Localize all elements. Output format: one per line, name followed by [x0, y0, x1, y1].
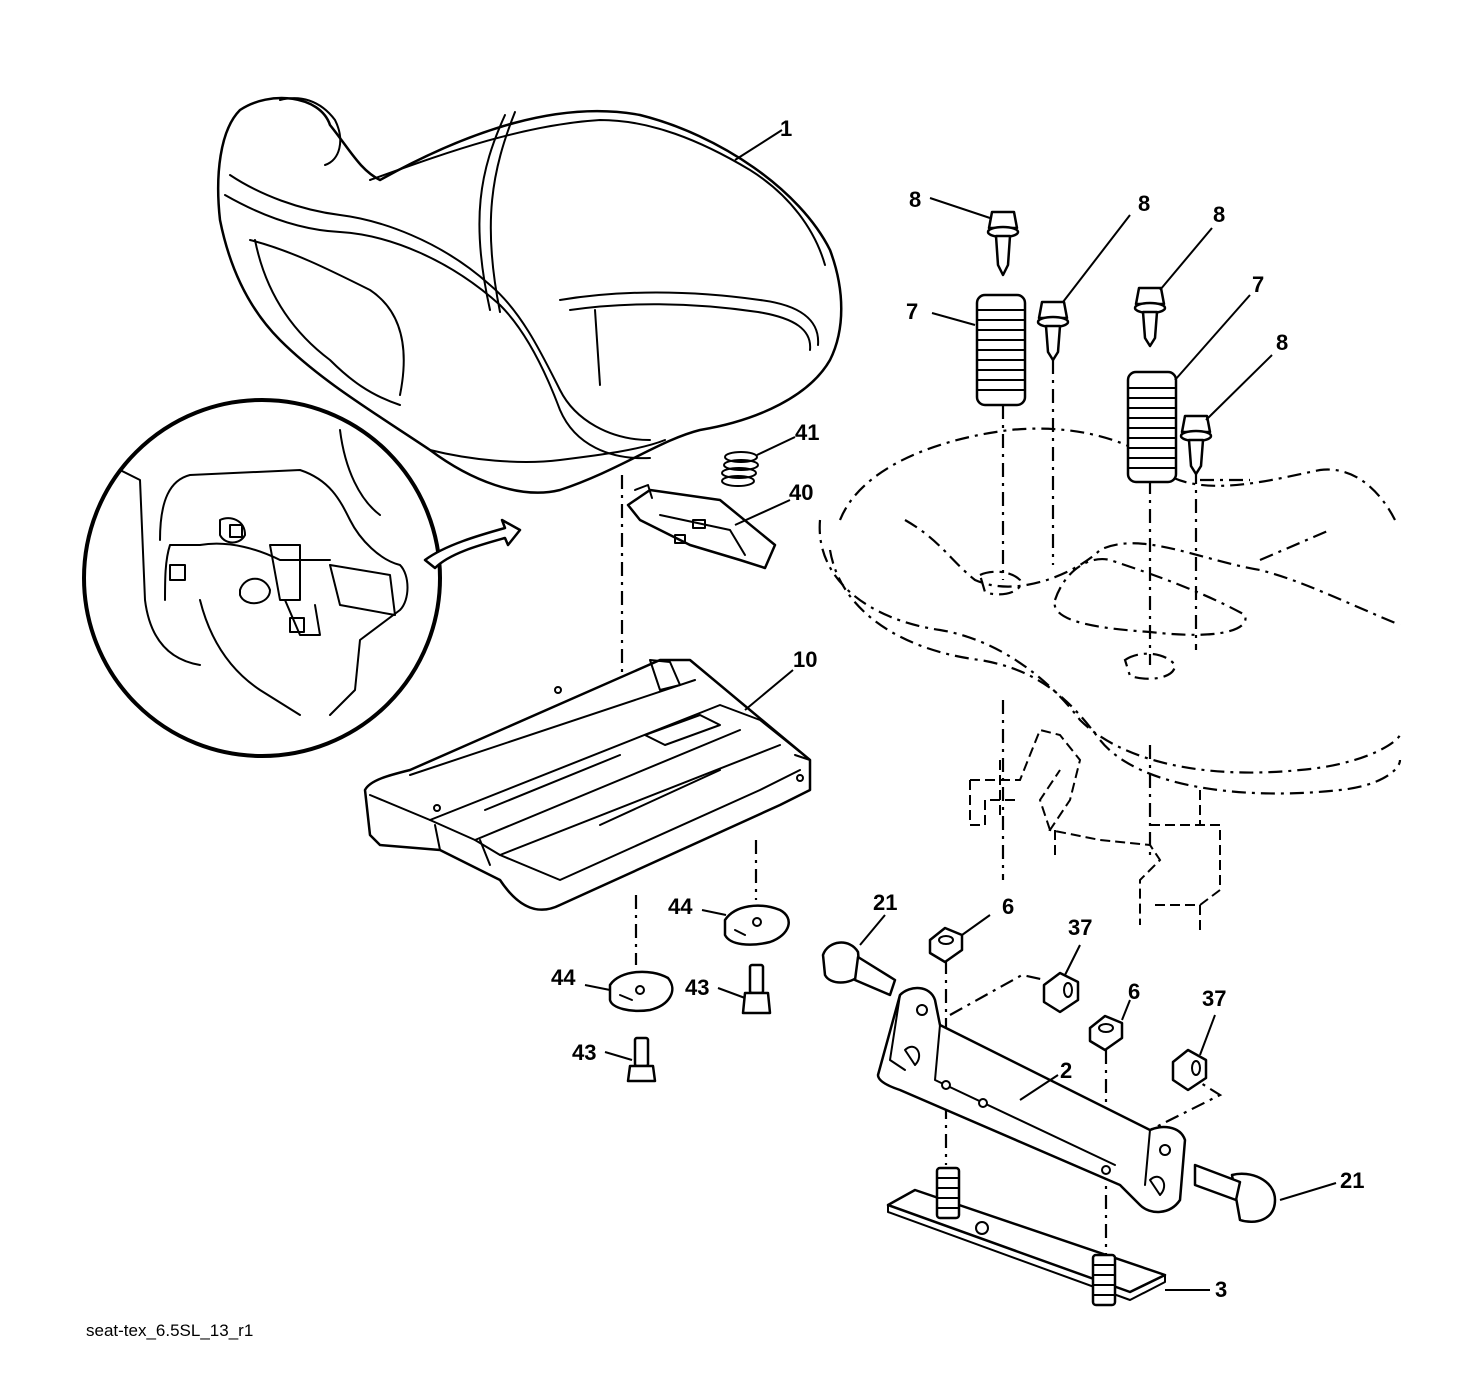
frame-bracket	[969, 728, 1221, 935]
callout-screw-right: 43	[685, 975, 709, 1000]
callout-locknut-left: 37	[1068, 915, 1092, 940]
diagram-file-name: seat-tex_6.5SL_13_r1	[86, 1321, 254, 1340]
callout-washer-left: 44	[551, 965, 576, 990]
pivot-bolt-left	[821, 914, 897, 997]
washer-right	[701, 904, 790, 946]
callout-compression-spring: 41	[795, 420, 819, 445]
bolt-d	[1179, 354, 1273, 476]
washer-left	[584, 970, 674, 1013]
callout-screw-left: 43	[572, 1040, 596, 1065]
callout-pivot-bolt-right: 21	[1340, 1168, 1364, 1193]
spring-right	[1126, 294, 1251, 484]
callout-bolt-d: 8	[1276, 330, 1288, 355]
callout-nut-left: 6	[1002, 894, 1014, 919]
locknut-left	[1042, 944, 1081, 1014]
callout-bolt-c: 8	[1213, 202, 1225, 227]
callout-spring-left: 7	[906, 299, 918, 324]
callout-seat-pan: 10	[793, 647, 817, 672]
detail-inset	[82, 398, 522, 758]
callout-bolt-a: 8	[909, 187, 921, 212]
callout-locknut-right: 37	[1202, 986, 1226, 1011]
compression-spring	[721, 436, 796, 487]
callout-pivot-bracket: 2	[1060, 1058, 1072, 1083]
pivot-bracket	[876, 986, 1187, 1214]
base-plate	[886, 1166, 1210, 1307]
callout-pivot-bolt-left: 21	[873, 890, 897, 915]
bolt-b	[1036, 214, 1131, 362]
seat-pan	[363, 658, 812, 911]
spring-left	[931, 293, 1027, 407]
callout-seat: 1	[780, 116, 792, 141]
pivot-bolt-right	[1193, 1163, 1337, 1224]
screw-right	[717, 963, 772, 1015]
bolt-c	[1133, 227, 1213, 348]
callout-seat-clip: 40	[789, 480, 813, 505]
callout-base-plate: 3	[1215, 1277, 1227, 1302]
callout-nut-right: 6	[1128, 979, 1140, 1004]
nut-left	[928, 914, 991, 964]
fender-outline	[818, 427, 1402, 795]
nut-right	[1088, 999, 1131, 1052]
callout-spring-right: 7	[1252, 272, 1264, 297]
seat	[216, 96, 843, 494]
screw-left	[604, 1036, 657, 1083]
callout-bolt-b: 8	[1138, 191, 1150, 216]
assembly-lines	[620, 360, 1223, 1255]
bolt-a	[929, 197, 1020, 277]
locknut-right	[1171, 1014, 1216, 1092]
callout-washer-right: 44	[668, 894, 693, 919]
seat-clip	[626, 484, 791, 570]
callout-labels: 1 8 8 8 7 7 8 41 40 10 21 44 6 37 44 43 …	[551, 116, 1364, 1302]
